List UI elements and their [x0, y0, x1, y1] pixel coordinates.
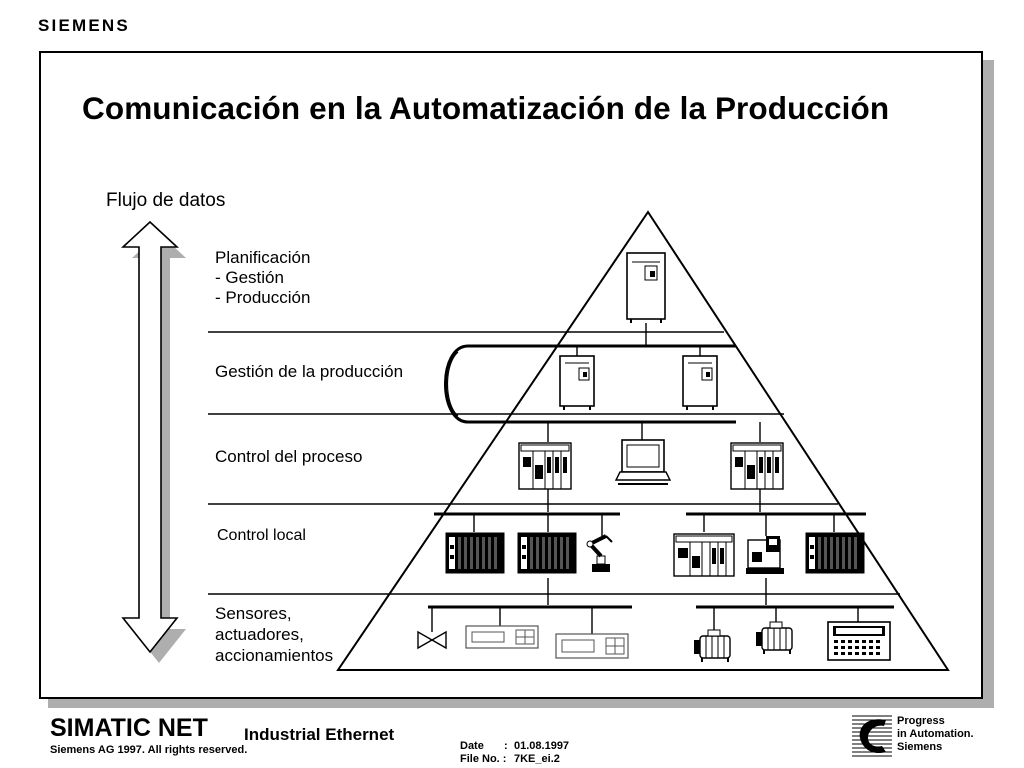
file-row: File No. : 7KE_ei.2: [460, 753, 560, 765]
workstation-icon: [559, 346, 595, 411]
production-bus: [444, 344, 736, 424]
valve-icon: [417, 630, 447, 650]
cnc-machine-icon: [746, 536, 784, 574]
level-local-control: Control local: [217, 527, 306, 544]
level-planning-item: - Producción: [215, 288, 311, 307]
plc-rack-icon: [730, 442, 784, 490]
product-name: SIMATIC NET: [50, 714, 208, 742]
slogan-line: Progress: [897, 715, 945, 727]
plc-rack-icon: [673, 533, 735, 577]
operator-panel-icon: [827, 621, 891, 661]
date-label: Date: [460, 740, 484, 752]
level-planning-title: Planificación: [215, 248, 311, 267]
slogan-line: in Automation.: [897, 728, 974, 740]
copyright: Siemens AG 1997. All rights reserved.: [50, 744, 248, 756]
slogan-line: Siemens: [897, 741, 943, 753]
slogan: Progress in Automation. Siemens: [897, 715, 974, 754]
level-planning-item: - Gestión: [215, 268, 284, 287]
server-cabinet-icon: [626, 252, 666, 346]
file-value: 7KE_ei.2: [514, 753, 560, 765]
slide-frame: [39, 51, 983, 699]
robot-arm-icon: [586, 534, 613, 572]
sensor-panel-icon: [555, 633, 629, 659]
siemens-brand: SIEMENS: [38, 16, 130, 35]
level-production-mgmt: Gestión de la producción: [215, 362, 404, 381]
motor-icon: [693, 629, 731, 663]
plc-s7-icon: [517, 532, 577, 574]
product-subtitle: Industrial Ethernet: [244, 725, 395, 744]
plc-rack-icon: [518, 442, 572, 490]
double-arrow-icon: [120, 220, 186, 663]
plc-s7-icon: [445, 532, 505, 574]
slide-title: Comunicación en la Automatización de la …: [82, 90, 890, 126]
laptop-icon: [614, 439, 672, 485]
siemens-progress-logo-icon: [852, 715, 892, 757]
date-row: Date:01.08.1997: [460, 740, 570, 752]
flow-label: Flujo de datos: [106, 190, 226, 211]
date-value: 01.08.1997: [514, 740, 570, 752]
file-label: File No. :: [460, 753, 507, 765]
level-sensors-line: accionamientos: [215, 646, 334, 665]
level-process-control: Control del proceso: [215, 447, 363, 466]
plc-s7-icon: [805, 532, 865, 574]
level-sensors-line: actuadores,: [215, 625, 304, 644]
sensor-panel-icon: [465, 625, 539, 649]
workstation-icon: [682, 346, 718, 411]
level-sensors-line: Sensores,: [215, 604, 292, 623]
motor-icon: [755, 621, 793, 655]
